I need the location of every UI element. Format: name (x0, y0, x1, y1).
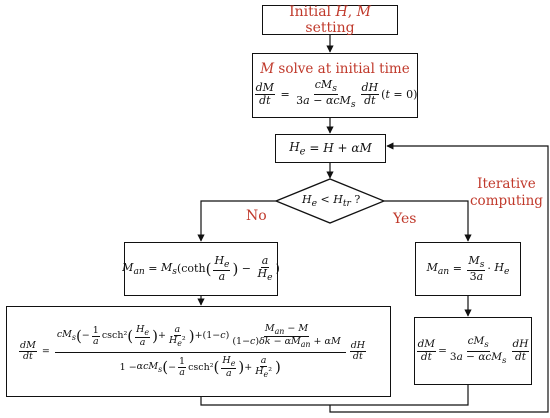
decision-formula: He < Htr ? (302, 193, 361, 210)
iterative-computing-label: Iterative computing (470, 176, 543, 209)
m-solve-title: M solve at initial time (260, 61, 410, 78)
he-formula: He = H + αM (289, 139, 372, 158)
line-dm-yes-down (330, 385, 469, 406)
line-dm-no-down (200, 397, 330, 406)
arrow-merge-to-loop (329, 142, 549, 413)
he-box: He = H + αM (275, 134, 386, 163)
yes-label: Yes (393, 211, 417, 227)
initial-setting-box: Initial H, M setting (262, 4, 398, 36)
initial-setting-label: Initial H, M setting (289, 4, 371, 36)
decision-diamond (274, 178, 386, 224)
no-label: No (246, 208, 267, 224)
arrow-no-branch (197, 200, 276, 242)
arrow-yes-branch (384, 200, 472, 242)
